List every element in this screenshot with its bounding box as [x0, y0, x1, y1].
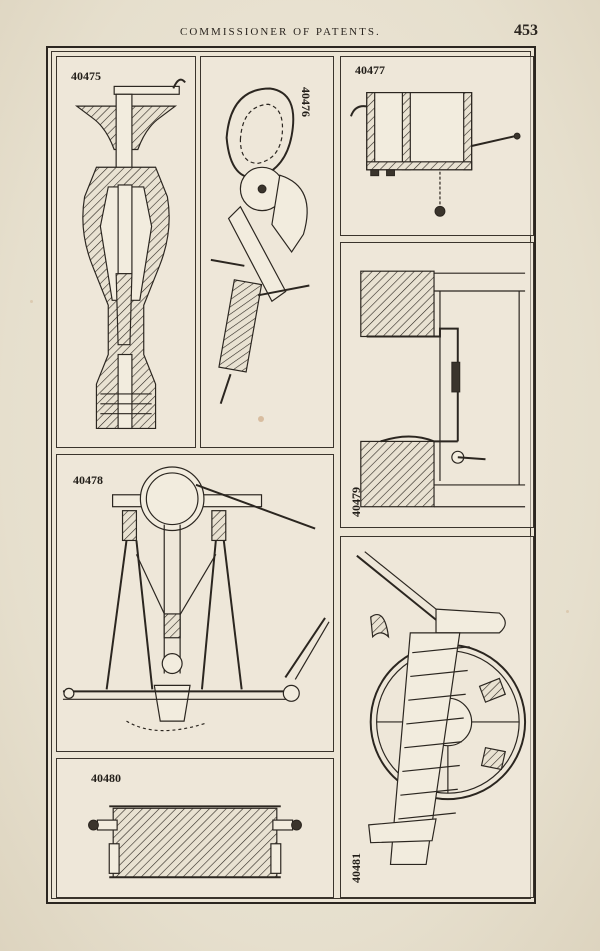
box-chain-drawing — [350, 92, 521, 217]
wheel-machine-drawing — [356, 551, 527, 866]
shears-tool-drawing — [210, 87, 310, 405]
patent-number-40480: 40480 — [91, 771, 121, 785]
page-header: COMMISSIONER OF PATENTS. 453 — [0, 22, 600, 46]
figure-40476: 40476 — [200, 56, 334, 448]
running-head: COMMISSIONER OF PATENTS. — [180, 26, 381, 38]
foxing-spot — [566, 610, 569, 613]
figure-40478: 40478 — [56, 454, 334, 752]
valve-chamber-drawing — [360, 270, 526, 508]
patent-number-40478: 40478 — [73, 473, 103, 487]
foxing-spot — [258, 416, 264, 422]
plate-inner-border: 40475 40476 — [51, 51, 534, 899]
patent-number-40475: 40475 — [71, 69, 101, 83]
figure-40479: 40479 — [340, 242, 534, 528]
clamp-block-drawing — [88, 805, 302, 879]
page-number: 453 — [514, 22, 538, 39]
figure-40475: 40475 — [56, 56, 196, 448]
figure-40477: 40477 — [340, 56, 534, 236]
figure-40480: 40480 — [56, 758, 334, 898]
figure-40481: 40481 — [340, 536, 534, 898]
illustration-plate: 40475 40476 — [46, 46, 536, 904]
valve-section-drawing — [74, 78, 186, 430]
patent-number-40477: 40477 — [355, 63, 385, 77]
foxing-spot — [30, 300, 33, 303]
pulley-frame-drawing — [62, 466, 330, 732]
